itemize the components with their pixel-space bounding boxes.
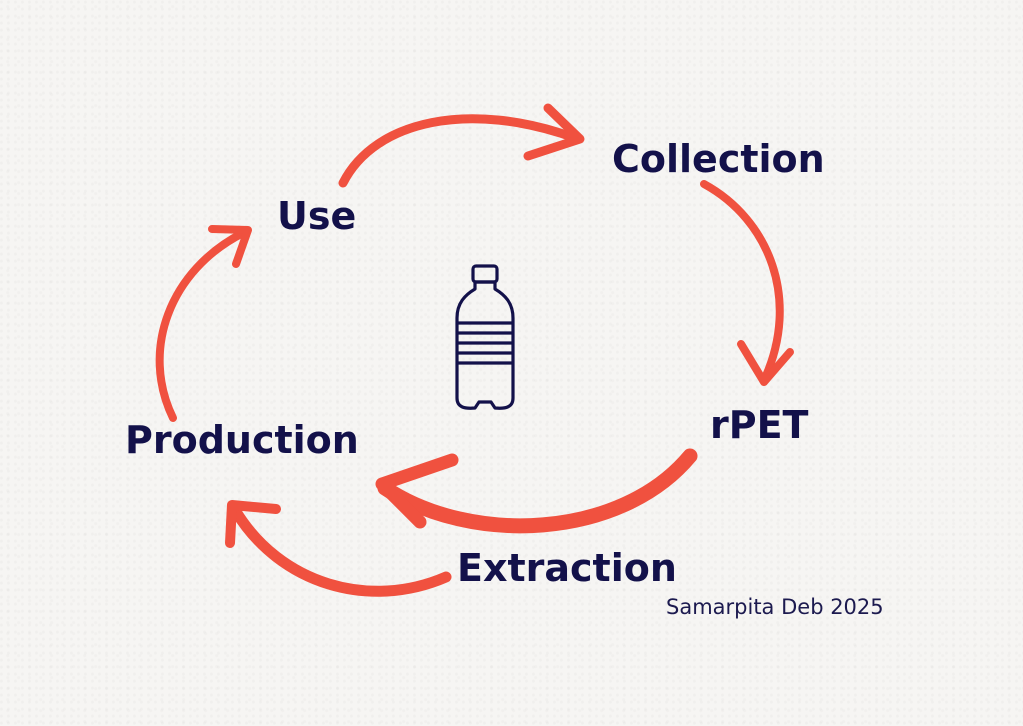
- author-credit: Samarpita Deb 2025: [666, 595, 884, 619]
- arrow-extraction-to-production: [225, 500, 452, 597]
- arrow-rpet-to-production: [375, 448, 698, 534]
- node-production: Production: [125, 418, 359, 462]
- arrow-use-to-collection: [338, 103, 585, 188]
- arrow-collection-to-rpet: [700, 180, 794, 386]
- arrow-production-to-use: [155, 225, 252, 422]
- node-rpet: rPET: [710, 403, 809, 447]
- node-extraction: Extraction: [457, 546, 677, 590]
- node-use: Use: [277, 194, 357, 238]
- plastic-bottle-icon: [455, 264, 515, 410]
- node-collection: Collection: [612, 137, 825, 181]
